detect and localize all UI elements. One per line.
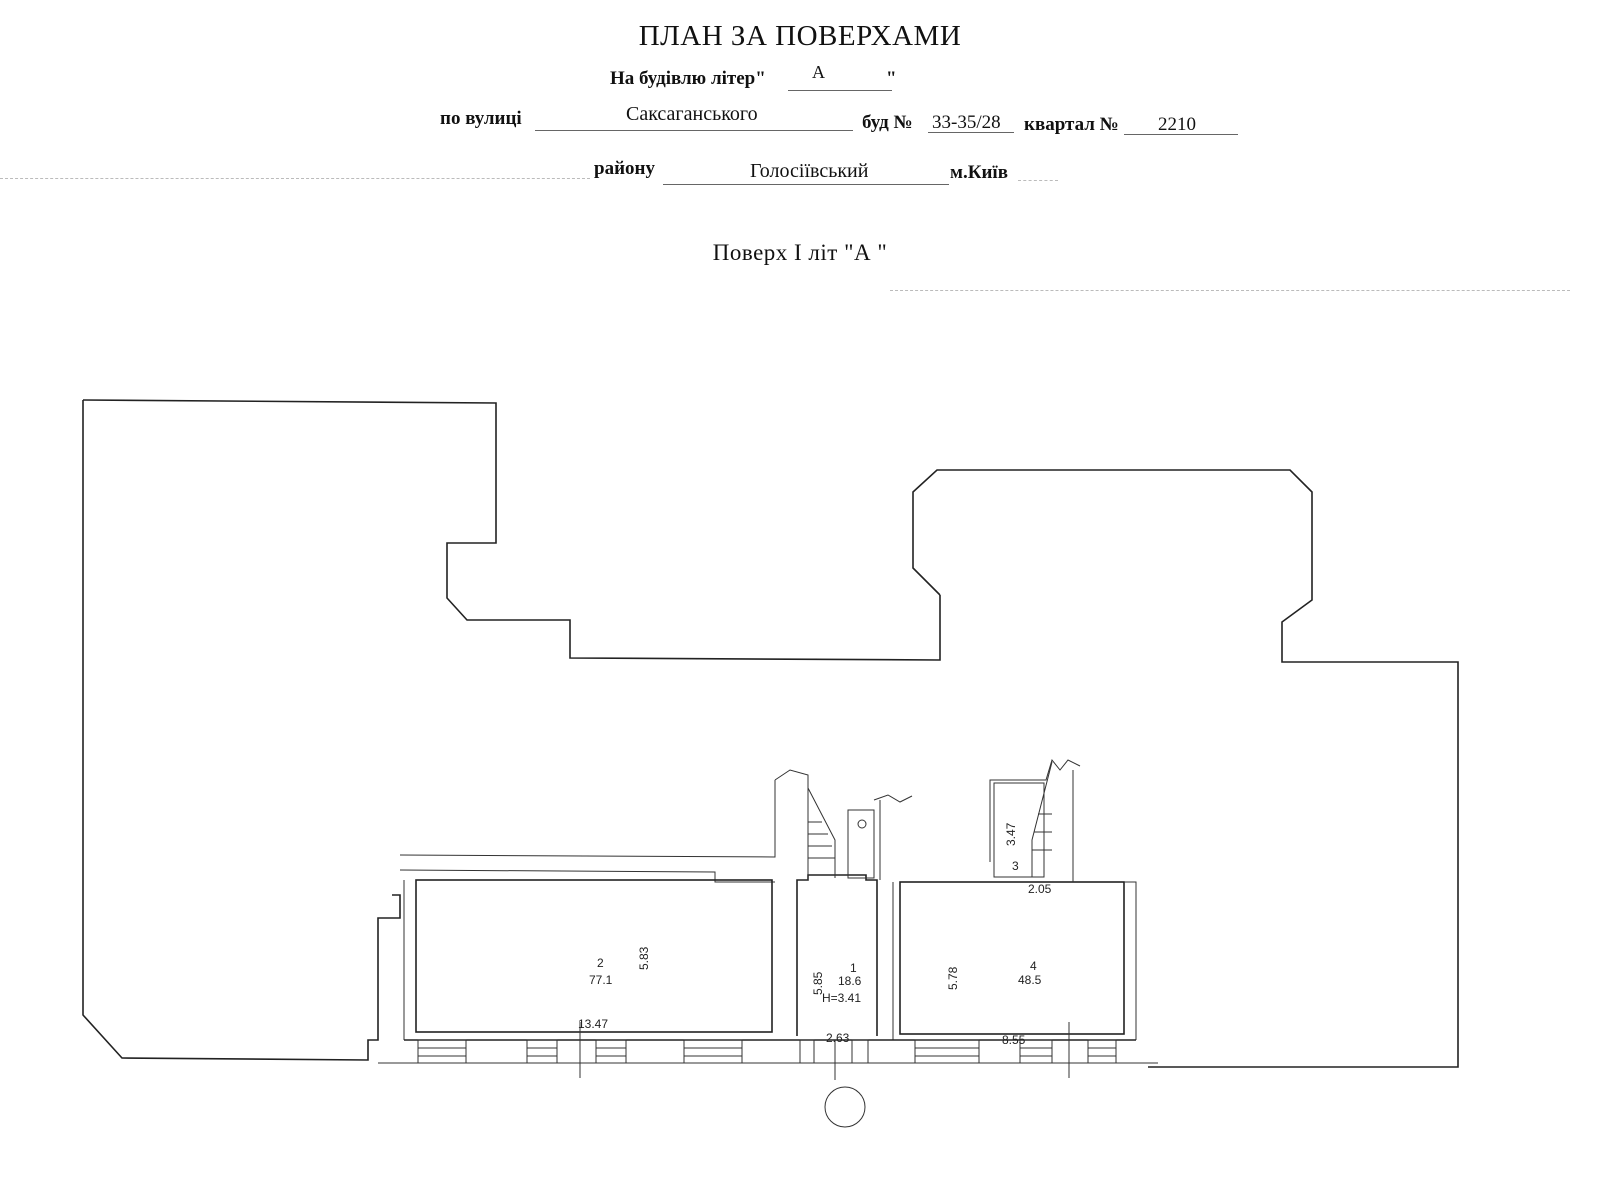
- scan-dash-line-3: [890, 290, 1570, 291]
- outline-rear-wall: [399, 780, 776, 858]
- room-4-width: 8.55: [1002, 1033, 1026, 1047]
- block-label: квартал №: [1024, 114, 1119, 135]
- room-2-number: 2: [597, 956, 604, 970]
- room-2-depth: 5.83: [637, 946, 651, 970]
- room-2-width: 13.47: [578, 1017, 608, 1031]
- room-4-east-wall: [1124, 881, 1137, 1040]
- wc-room: [847, 809, 875, 879]
- outline-rear-wall-2: [399, 869, 775, 883]
- building-letter-value: А: [812, 62, 825, 82]
- front-windows: [417, 1022, 1117, 1080]
- street-line: [535, 130, 853, 131]
- room-2-area: 77.1: [589, 973, 613, 987]
- street-value: Саксаганського: [626, 103, 758, 125]
- break-line: [873, 794, 913, 803]
- room-2: [415, 879, 773, 1033]
- room-1-number: 1: [850, 961, 857, 975]
- toilet-icon: [857, 819, 867, 829]
- scan-dash-line: [0, 178, 590, 179]
- stair-right: [1031, 761, 1053, 877]
- block-value: 2210: [1158, 114, 1196, 135]
- entrance-marker: [824, 1086, 866, 1128]
- block-line: [1124, 134, 1238, 135]
- district-value: Голосіївський: [750, 160, 869, 182]
- building-label: На будівлю літер": [610, 68, 766, 89]
- house-value: 33-35/28: [932, 112, 1001, 133]
- room-4: [899, 881, 1125, 1035]
- district-line: [663, 184, 949, 185]
- room-3-width: 2.05: [1028, 882, 1052, 896]
- house-line: [928, 132, 1014, 133]
- stair-left: [807, 787, 836, 878]
- room-3-number: 3: [1012, 859, 1019, 873]
- room-1-area: 18.6: [838, 974, 862, 988]
- city-label: м.Київ: [950, 162, 1008, 183]
- stair-left-walls: [774, 769, 809, 880]
- scan-dash-line-2: [1018, 180, 1058, 181]
- room-3-depth: 3.47: [1004, 822, 1018, 846]
- room-1: [796, 874, 878, 1036]
- room-1-height: Н=3.41: [822, 991, 861, 1005]
- floor-title: Поверх І літ "А ": [712, 240, 888, 265]
- building-letter-line: [788, 90, 892, 91]
- room-3: [993, 782, 1045, 878]
- house-label: буд №: [862, 112, 913, 133]
- room-1-depth: 5.85: [811, 971, 825, 995]
- room-4-number: 4: [1030, 959, 1037, 973]
- stair-right-walls: [989, 758, 1081, 862]
- district-label: району: [594, 158, 655, 179]
- street-label: по вулиці: [440, 108, 522, 129]
- room-4-depth: 5.78: [946, 966, 960, 990]
- room-4-area: 48.5: [1018, 973, 1042, 987]
- room-1-width: 2.63: [826, 1031, 850, 1045]
- document-title: ПЛАН ЗА ПОВЕРХАМИ: [638, 20, 962, 52]
- outline-courtyard-block: [912, 469, 1459, 1068]
- outline-west-upper: [82, 399, 941, 661]
- outline-west-wing: [82, 400, 401, 1061]
- building-close-quote: ": [886, 68, 897, 89]
